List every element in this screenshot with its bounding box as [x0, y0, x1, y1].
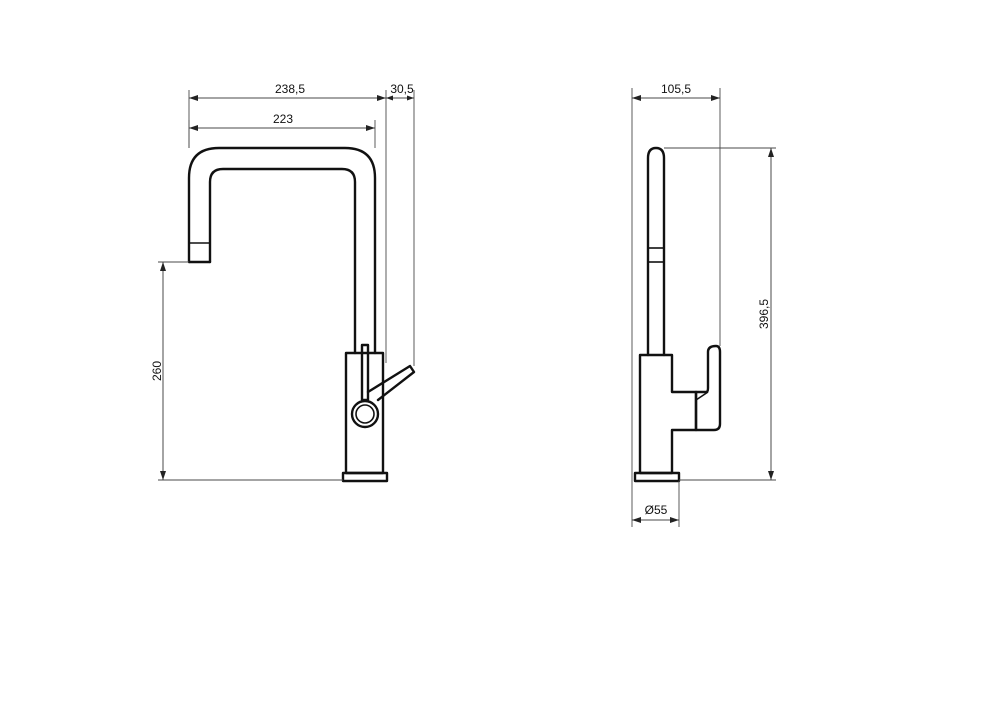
base-diameter-label: Ø55	[645, 503, 668, 517]
dimension-depth: 105,5	[632, 82, 720, 101]
dimension-base-diameter: Ø55	[632, 503, 679, 523]
front-view: 238,5 30,5 223 260	[150, 82, 416, 483]
handle-lever	[350, 343, 416, 429]
front-extension-lines	[158, 90, 415, 481]
outlet-height-label: 260	[150, 361, 164, 381]
total-height-label: 396,5	[757, 299, 771, 329]
side-extension-lines	[631, 88, 776, 527]
dimension-handle-projection: 30,5	[386, 82, 414, 101]
handle-projection-label: 30,5	[390, 82, 414, 96]
dimension-outlet-height: 260	[150, 262, 166, 480]
spout	[187, 146, 377, 355]
faucet-body	[341, 351, 389, 483]
body-side	[633, 353, 698, 483]
spout-side	[646, 146, 666, 357]
overall-reach-label: 238,5	[275, 82, 305, 96]
spout-reach-label: 223	[273, 112, 293, 126]
side-view: 105,5 396,5 Ø55	[631, 82, 776, 527]
depth-label: 105,5	[661, 82, 691, 96]
dimension-overall-reach: 238,5	[189, 82, 386, 101]
handle-side	[694, 344, 722, 432]
dimension-spout-reach: 223	[189, 112, 375, 131]
dimension-total-height: 396,5	[757, 148, 774, 480]
